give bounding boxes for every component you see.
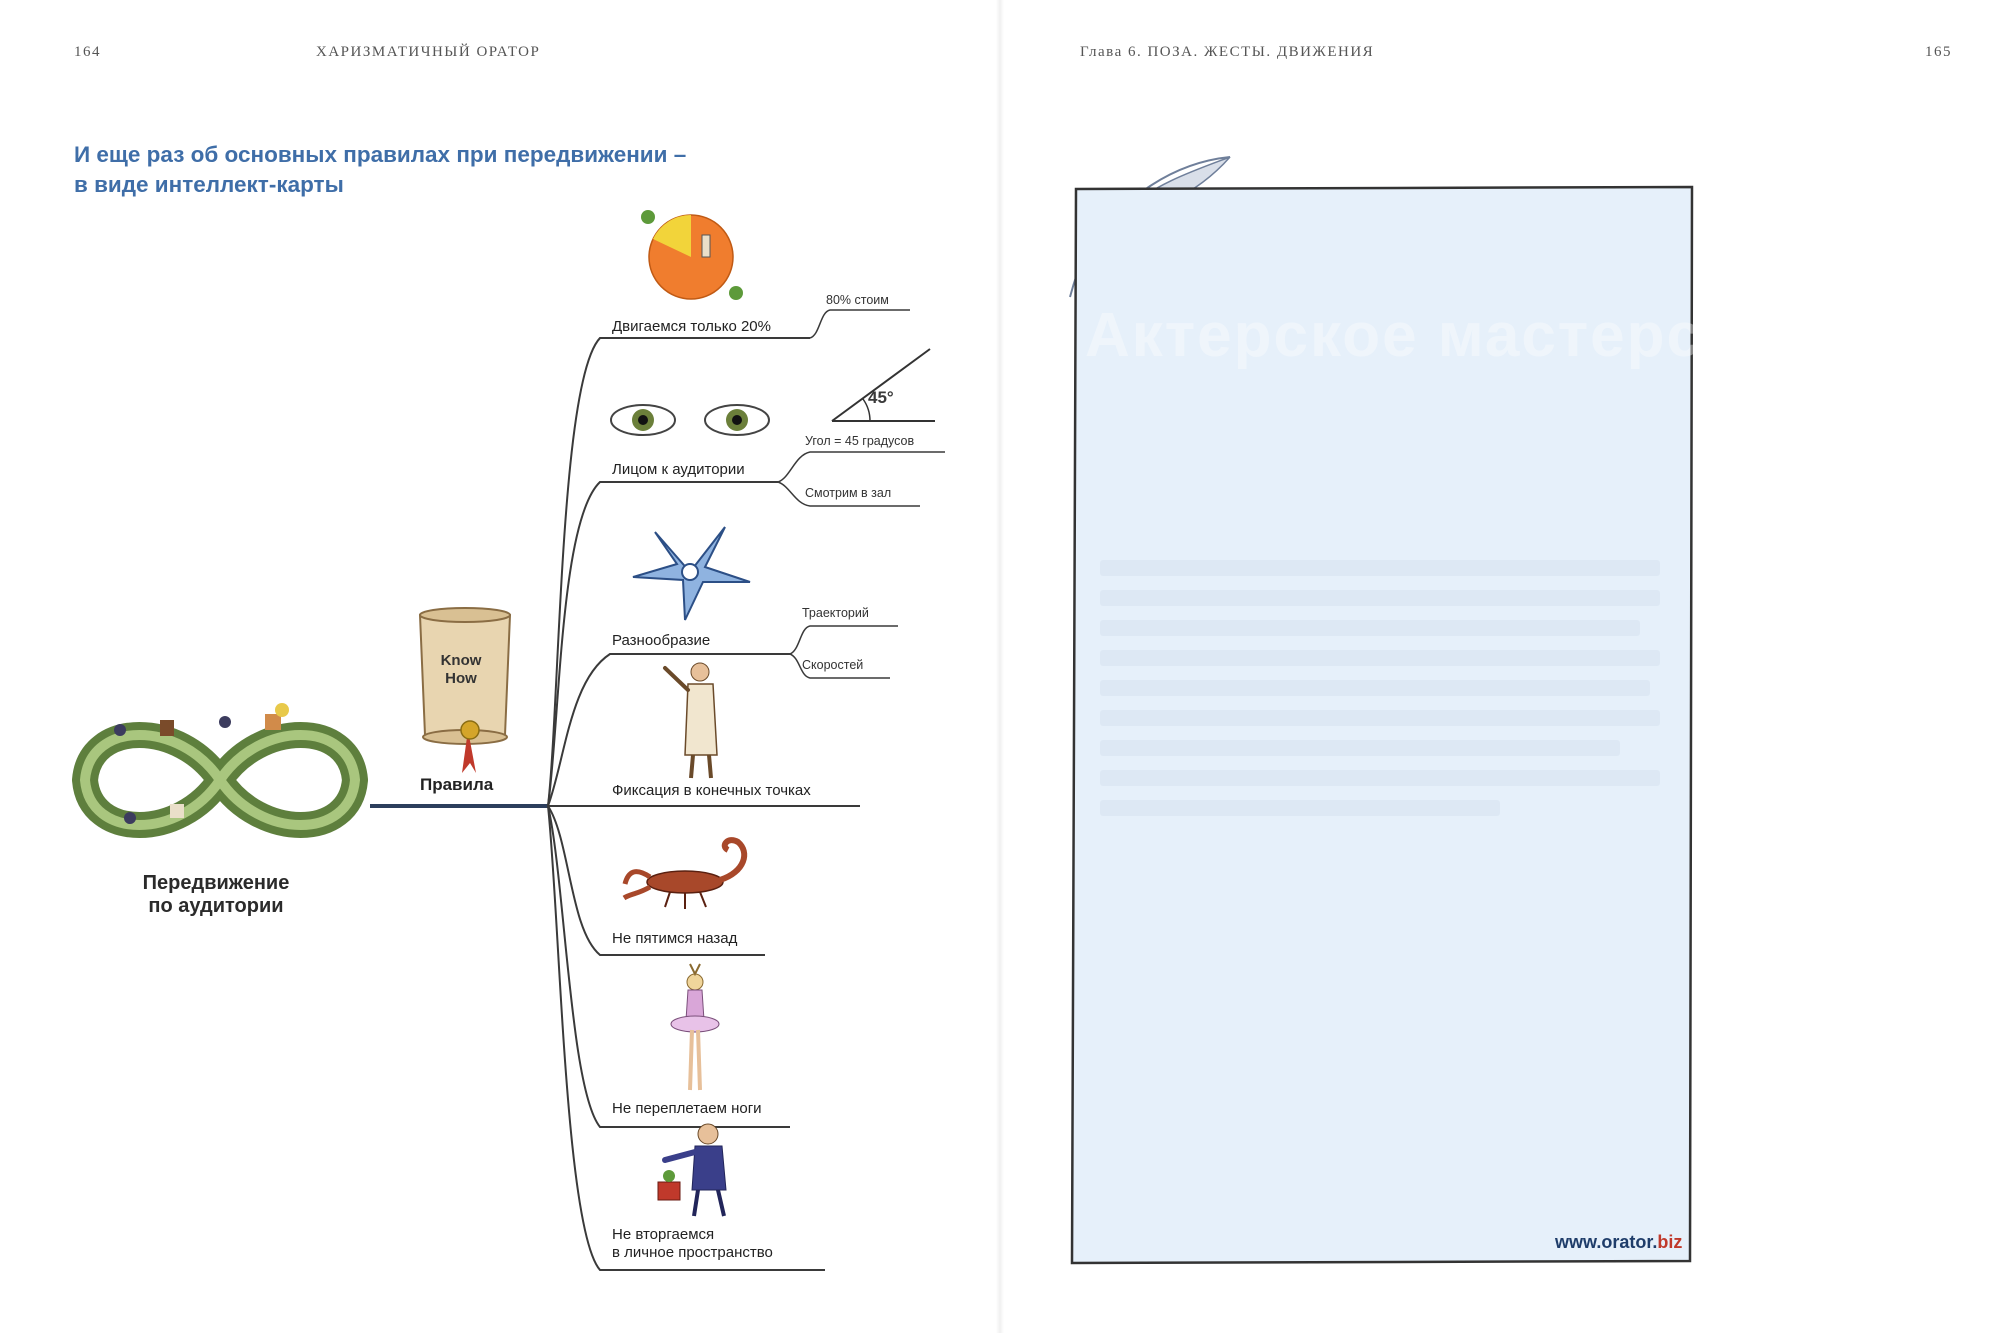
sub-label-3b: Скоростей [802,658,864,672]
scorpion-icon [622,837,748,909]
branch-line-5 [547,805,765,956]
angle-value-label: 45° [868,388,894,407]
branch-label-7-line-2: в личное пространство [612,1244,773,1261]
center-title-line-2: по аудитории [148,895,284,917]
section-heading: И еще раз об основных правилах при перед… [74,140,774,200]
sub-label-2b: Смотрим в зал [805,486,892,500]
url-tld: biz [1657,1232,1683,1252]
branch-label-3: Разнообразие [612,632,711,649]
book-spine [996,0,1004,1333]
branch-line-1 [547,337,810,807]
know-how-line-2: How [445,670,477,687]
faint-text-line [1100,560,1660,576]
rules-label: Правила [420,775,494,794]
branch-label-5: Не пятимся назад [612,930,738,947]
sub-line-3a [789,625,898,655]
url-main: www.orator. [1555,1232,1658,1252]
faint-text-line [1100,590,1660,606]
sub-line-3b [789,653,890,679]
faint-text-line [1100,680,1650,696]
branch-label-1: Двигаемся только 20% [612,318,771,335]
branch-line-7 [547,805,825,1271]
know-how-line-1: Know [440,652,482,669]
watermark-text: Актерское мастерство [1085,301,1815,370]
know-how-label: Know How [426,652,496,688]
orator-figure-icon [663,662,718,779]
branch-line-6 [547,805,790,1128]
faint-text-line [1100,710,1660,726]
faint-text-line [1100,740,1620,756]
mindmap-connectors [370,309,945,1271]
branch-line-3 [547,653,790,807]
scroll-icon [418,607,512,773]
branch-label-7-line-1: Не вторгаемся [612,1226,715,1243]
mindmap-center-title: Передвижение по аудитории [96,872,336,918]
left-running-title: ХАРИЗМАТИЧНЫЙ ОРАТОР [316,44,541,60]
right-page-number: 165 [1925,44,1952,60]
heading-line-2: в виде интеллект-карты [74,172,344,197]
website-url[interactable]: www.orator.biz [1555,1232,1682,1253]
sub-line-2a [777,451,945,483]
sub-label-3a: Траекторий [802,606,869,620]
sub-label-2a: Угол = 45 градусов [805,434,915,448]
angle-diagram-icon [831,348,935,422]
left-page-number: 164 [74,44,101,60]
branch-label-7: Не вторгаемся в личное пространство [612,1226,773,1262]
eyes-icon [610,404,770,436]
faint-text-line [1100,800,1500,816]
faint-text-line [1100,620,1640,636]
branch-label-2: Лицом к аудитории [612,461,745,478]
branch-label-6: Не переплетаем ноги [612,1100,762,1117]
pie-chart-icon [641,210,743,300]
infinity-loop-icon [72,703,368,838]
right-running-title: Глава 6. ПОЗА. ЖЕСТЫ. ДВИЖЕНИЯ [1080,44,1375,60]
center-title-line-1: Передвижение [142,872,290,894]
faint-text-line [1100,770,1660,786]
ballerina-icon [670,963,720,1091]
faint-text-line [1100,650,1660,666]
branch-line-2 [547,481,778,807]
heading-line-1: И еще раз об основных правилах при перед… [74,142,687,167]
sub-line-2b [777,481,920,507]
sub-line-1a [809,309,910,339]
sub-label-1a: 80% стоим [826,293,889,307]
personal-space-icon [657,1123,727,1217]
shuriken-icon [632,526,751,621]
branch-label-4: Фиксация в конечных точках [612,782,811,799]
